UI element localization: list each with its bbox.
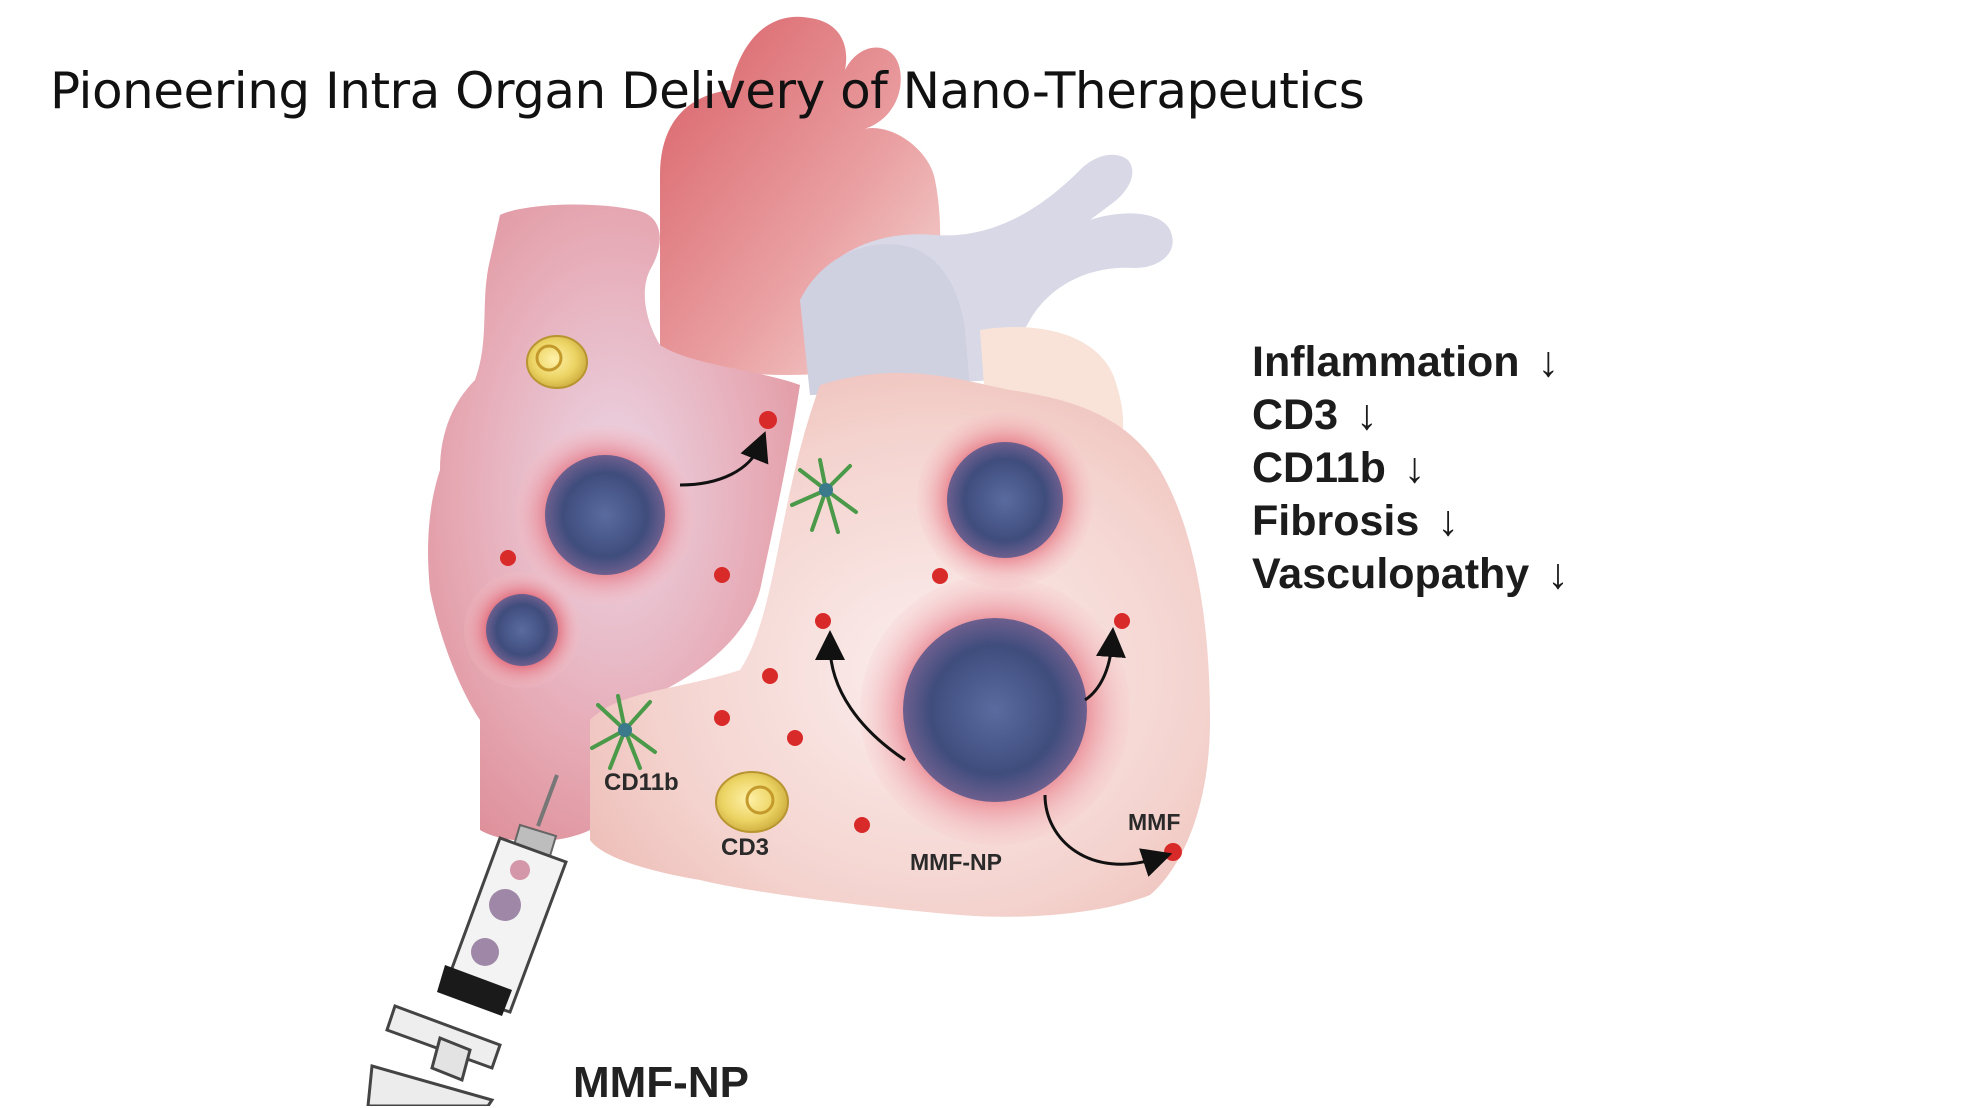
syringe-caption: MMF-NP	[573, 1058, 749, 1107]
nanoparticle-atrium-small	[464, 572, 580, 688]
label-mmf-np: MMF-NP	[910, 849, 1002, 875]
effect-item: Inflammation ↓	[1252, 336, 1569, 389]
dendritic-cell-icon	[790, 458, 858, 534]
release-arrow	[1084, 627, 1126, 702]
release-arrows	[679, 431, 1173, 877]
effect-label: Vasculopathy	[1252, 550, 1530, 598]
syringe-icon	[366, 774, 568, 1106]
nanoparticle-atrium	[515, 425, 695, 605]
slide-title: Pioneering Intra Organ Delivery of Nano-…	[50, 62, 1365, 120]
dendritic-cell-icon	[590, 694, 657, 770]
release-arrow	[815, 630, 906, 762]
label-mmf: MMF	[1128, 809, 1180, 835]
drug-dot	[932, 568, 948, 584]
drug-dot	[787, 730, 803, 746]
aortic-arch	[800, 244, 970, 395]
drug-dot	[714, 567, 730, 583]
down-arrow-icon: ↓	[1403, 444, 1426, 492]
t-cell-icon	[715, 771, 789, 833]
drug-dot	[854, 817, 870, 833]
drug-dots	[500, 411, 1182, 861]
drug-dot	[1164, 843, 1182, 861]
down-arrow-icon: ↓	[1437, 497, 1459, 545]
drug-dot	[815, 613, 831, 629]
release-arrow	[679, 431, 769, 487]
effect-label: CD3	[1252, 391, 1339, 439]
effect-label: Inflammation	[1252, 338, 1520, 386]
effect-item: Vasculopathy ↓	[1252, 548, 1569, 601]
drug-dot	[500, 550, 516, 566]
label-cd3: CD3	[721, 834, 769, 861]
down-arrow-icon: ↓	[1355, 391, 1378, 439]
drug-dot	[714, 710, 730, 726]
effect-label: Fibrosis	[1252, 497, 1420, 545]
down-arrow-icon: ↓	[1537, 338, 1560, 386]
effect-item: CD11b ↓	[1252, 442, 1569, 495]
drug-dot	[759, 411, 777, 429]
effects-list: Inflammation ↓ CD3 ↓ CD11b ↓ Fibrosis ↓ …	[1252, 336, 1569, 601]
nanoparticle-ventricle-upper	[917, 412, 1093, 588]
nanoparticle-ventricle-main	[860, 575, 1130, 845]
effect-label: CD11b	[1252, 444, 1386, 492]
effect-item: CD3 ↓	[1252, 389, 1569, 442]
label-cd11b: CD11b	[604, 769, 679, 796]
effect-item: Fibrosis ↓	[1252, 495, 1569, 548]
drug-dot	[762, 668, 778, 684]
release-arrow	[1043, 794, 1173, 877]
drug-dot	[1114, 613, 1130, 629]
t-cell-icon	[526, 335, 588, 389]
down-arrow-icon: ↓	[1547, 550, 1569, 598]
